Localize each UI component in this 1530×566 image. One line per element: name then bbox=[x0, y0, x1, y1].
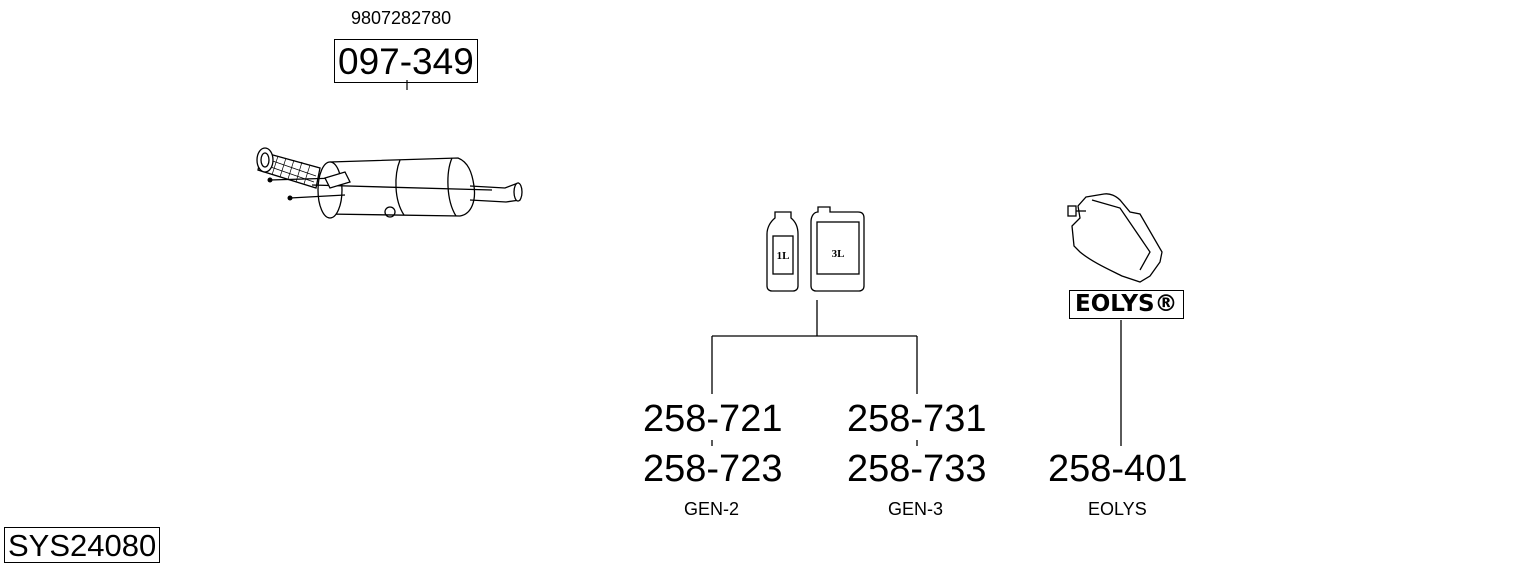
system-id-box: SYS24080 bbox=[4, 527, 161, 563]
dpf-filter-icon bbox=[256, 147, 523, 219]
eolys-brand-box: EOLYS® bbox=[1069, 290, 1184, 319]
part-number-258-733[interactable]: 258-733 bbox=[847, 448, 987, 490]
additive-connector-lines bbox=[711, 300, 918, 446]
part-number-258-721[interactable]: 258-721 bbox=[643, 398, 783, 440]
additive-bottles-icon bbox=[766, 206, 865, 292]
bottle-label-3l: 3L bbox=[832, 248, 845, 260]
label-gen-2: GEN-2 bbox=[684, 499, 740, 519]
label-eolys: EOLYS bbox=[1088, 499, 1147, 519]
additive-tank-icon bbox=[1067, 193, 1163, 283]
part-number-258-731[interactable]: 258-731 bbox=[847, 398, 987, 440]
oe-reference-number: 9807282780 bbox=[351, 8, 452, 28]
part-number-258-723[interactable]: 258-723 bbox=[643, 448, 783, 490]
bottle-label-1l: 1L bbox=[777, 250, 790, 262]
label-gen-3: GEN-3 bbox=[888, 499, 944, 519]
part-number-box-097-349[interactable]: 097-349 bbox=[334, 39, 478, 83]
part-number-258-401[interactable]: 258-401 bbox=[1048, 448, 1188, 490]
